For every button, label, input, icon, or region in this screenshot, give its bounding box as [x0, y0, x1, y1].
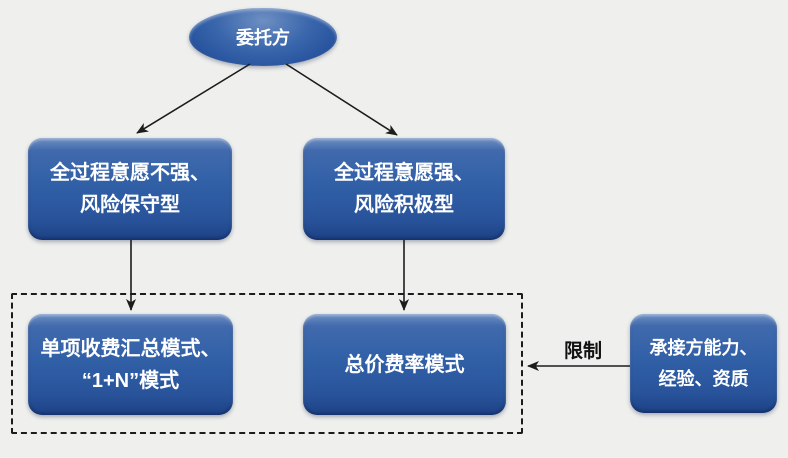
fee-mode-group-dashed-box [11, 293, 523, 434]
arrow-client-to-active [285, 63, 398, 136]
node-mode-itemized-line2: “1+N”模式 [81, 369, 180, 392]
node-contractor-capability-line1: 承接方能力、 [649, 337, 758, 358]
node-branch-reluctant-line2: 风险保守型 [80, 194, 180, 216]
node-branch-reluctant-line1: 全过程意愿不强、 [50, 162, 210, 184]
node-mode-lumpsum: 总价费率模式 [303, 314, 506, 415]
node-contractor-capability: 承接方能力、 经验、资质 [630, 314, 777, 413]
node-mode-itemized-line1: 单项收费汇总模式、 [40, 337, 221, 360]
node-client: 委托方 [189, 8, 337, 66]
node-branch-active-line2: 风险积极型 [354, 194, 454, 216]
node-contractor-capability-line2: 经验、资质 [658, 368, 749, 389]
arrow-client-to-reluctant [136, 63, 251, 134]
node-client-label: 委托方 [236, 28, 290, 48]
constraint-arrow-label: 限制 [563, 341, 602, 362]
node-branch-reluctant: 全过程意愿不强、 风险保守型 [28, 138, 232, 240]
node-branch-active-line1: 全过程意愿强、 [334, 162, 474, 184]
node-mode-itemized: 单项收费汇总模式、 “1+N”模式 [28, 314, 233, 415]
node-branch-active: 全过程意愿强、 风险积极型 [303, 138, 505, 240]
node-mode-lumpsum-label: 总价费率模式 [344, 353, 465, 376]
